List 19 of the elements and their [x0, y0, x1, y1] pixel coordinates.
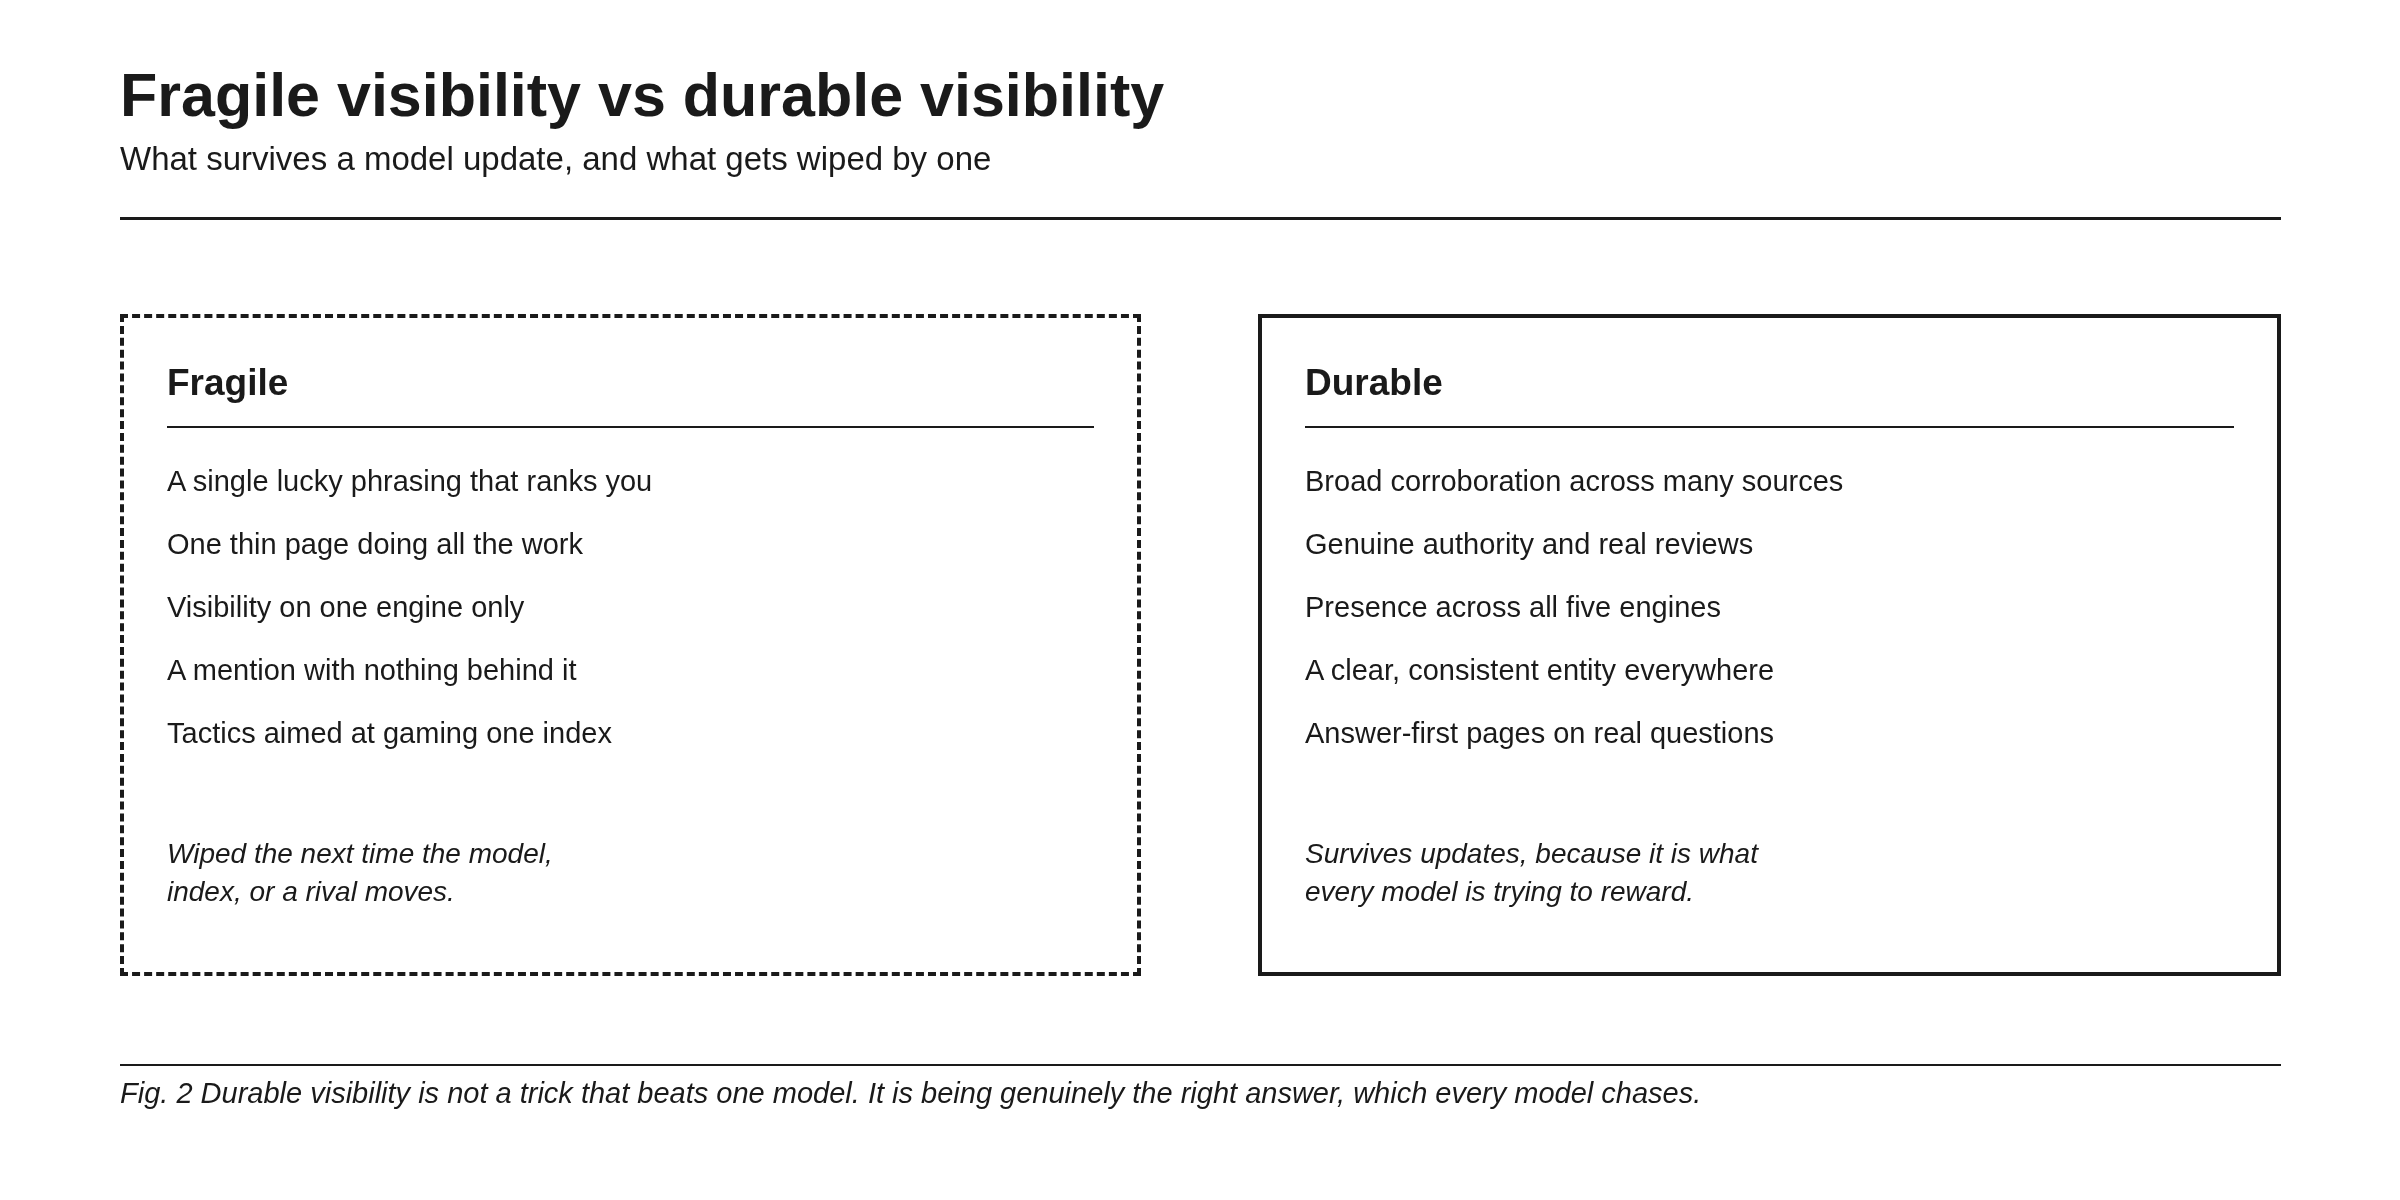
list-item: A single lucky phrasing that ranks you — [167, 465, 653, 498]
list-item: Answer-first pages on real questions — [1305, 717, 1775, 750]
comparison-panel — [120, 314, 1141, 976]
panel-heading: Durable — [1305, 362, 1443, 404]
panel-note: Survives updates, because it is what every model is trying to reward. — [1305, 837, 1760, 909]
list-item: A clear, consistent entity everywhere — [1305, 654, 1775, 687]
list-item: One thin page doing all the work — [167, 528, 583, 561]
list-item: A mention with nothing behind it — [167, 654, 577, 687]
list-item: Visibility on one engine only — [167, 591, 525, 624]
list-item: Presence across all five engines — [1305, 591, 1721, 624]
list-item: Genuine authority and real reviews — [1305, 528, 1754, 561]
comparison-panel — [1258, 314, 2281, 976]
figure-caption: Fig. 2 Durable visibility is not a trick that beats one model. It is being genuinely the right answer, which every model chases. — [120, 1077, 1702, 1110]
panel-note: Wiped the next time the model, index, or a rival moves. — [167, 837, 554, 909]
diagram-title: Fragile visibility vs durable visibility — [120, 60, 1165, 130]
panel-heading: Fragile — [167, 362, 289, 404]
subtitle: What survives a model update, and what gets wiped by one — [120, 140, 992, 178]
list-item: Tactics aimed at gaming one index — [167, 717, 612, 750]
list-item: Broad corroboration across many sources — [1305, 465, 1844, 498]
